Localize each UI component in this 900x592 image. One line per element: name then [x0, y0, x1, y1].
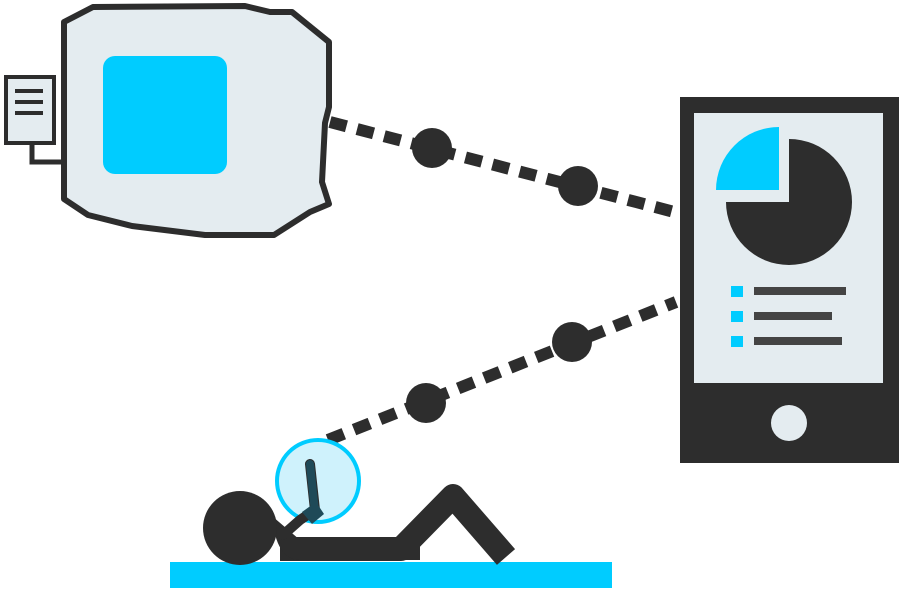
- connection-device-to-tablet: [328, 116, 684, 220]
- monitoring-device: [4, 3, 332, 238]
- person: [170, 438, 612, 588]
- tablet: [680, 97, 899, 463]
- legend-bullet: [731, 311, 743, 322]
- device-screen: [103, 56, 227, 174]
- legend-bullet: [731, 286, 743, 297]
- connection-person-to-tablet: [325, 296, 679, 446]
- link-node-dot: [552, 322, 592, 362]
- person-head: [203, 491, 277, 565]
- document-icon: [4, 75, 62, 165]
- person-body: [272, 516, 420, 560]
- legend-bullet: [731, 336, 743, 347]
- legend-line: [754, 287, 846, 295]
- legend-line: [754, 312, 832, 320]
- sensor-highlight: [275, 438, 361, 540]
- link-node-dot: [406, 383, 446, 423]
- legend-list: [731, 286, 846, 347]
- mat: [170, 562, 612, 588]
- dashed-link-line: [328, 116, 684, 220]
- pie-chart-icon: [716, 127, 852, 265]
- link-node-dot: [558, 166, 598, 206]
- link-node-dot: [412, 128, 452, 168]
- tablet-home-button: [771, 405, 807, 441]
- dashed-link-line: [325, 296, 679, 446]
- legend-line: [754, 337, 842, 345]
